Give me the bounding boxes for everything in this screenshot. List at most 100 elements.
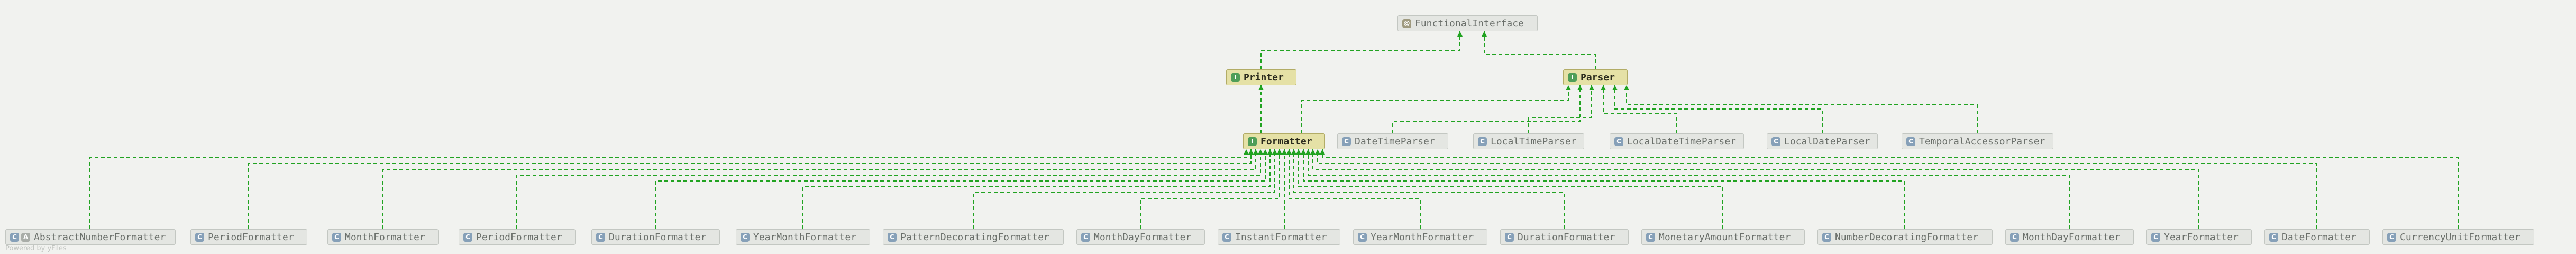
class-icon: C	[195, 232, 204, 242]
class-icon: C	[1906, 137, 1915, 146]
class-name: DurationFormatter	[1518, 231, 1615, 243]
class-name: Parser	[1581, 71, 1615, 83]
class-name: YearFormatter	[2164, 231, 2239, 243]
edge-abstract-number-formatter-formatter	[89, 149, 1247, 229]
class-name: PeriodFormatter	[476, 231, 562, 243]
edge-date-formatter-formatter	[1317, 149, 2317, 229]
edge-pattern-decorating-formatter-formatter	[973, 149, 1275, 229]
class-name: PatternDecoratingFormatter	[900, 231, 1049, 243]
edge-formatter-parser	[1301, 85, 1569, 133]
realization-arrowhead	[1624, 85, 1629, 90]
edge-duration-formatter-2-formatter	[1293, 149, 1565, 229]
class-node-duration-formatter-2[interactable]: C DurationFormatter	[1500, 229, 1629, 245]
class-name: LocalDateParser	[1784, 135, 1870, 147]
class-node-monthday-formatter[interactable]: C MonthDayFormatter	[1076, 229, 1205, 245]
class-name: YearMonthFormatter	[1371, 231, 1474, 243]
realization-arrowhead	[1248, 149, 1254, 155]
realization-arrowhead	[1267, 149, 1273, 155]
interface-icon: I	[1568, 72, 1577, 82]
edge-datetime-parser-parser	[1392, 85, 1581, 133]
realization-arrowhead	[1258, 149, 1263, 155]
class-icon: C	[1358, 232, 1367, 242]
edge-localtime-parser-parser	[1528, 85, 1592, 133]
class-name: NumberDecoratingFormatter	[1835, 231, 1978, 243]
class-icon: C	[888, 232, 897, 242]
realization-arrowhead	[1589, 85, 1594, 90]
class-icon: C	[596, 232, 605, 242]
edge-month-formatter-formatter	[382, 149, 1256, 229]
class-icon: C	[1081, 232, 1090, 242]
class-node-period-formatter[interactable]: C PeriodFormatter	[190, 229, 307, 245]
class-icon: C	[10, 232, 19, 242]
edge-parser-functional-interface	[1484, 31, 1596, 69]
realization-arrowhead	[1282, 149, 1287, 155]
class-node-localtime-parser[interactable]: C LocalTimeParser	[1473, 133, 1584, 149]
realization-arrowhead	[1305, 149, 1311, 155]
realization-arrowhead	[1482, 31, 1487, 37]
class-name: AbstractNumberFormatter	[34, 231, 166, 243]
class-icon: C	[1505, 232, 1514, 242]
edge-currency-unit-formatter-formatter	[1322, 149, 2459, 229]
class-name: InstantFormatter	[1235, 231, 1327, 243]
edge-duration-formatter-formatter	[655, 149, 1266, 229]
realization-arrowhead	[1310, 149, 1316, 155]
realization-arrowhead	[1320, 149, 1325, 155]
class-name: TemporalAccessorParser	[1919, 135, 2045, 147]
realization-arrowhead	[1577, 85, 1583, 90]
class-name: YearMonthFormatter	[753, 231, 857, 243]
annotation-icon: @	[1402, 19, 1411, 28]
class-name: Printer	[1244, 71, 1284, 83]
class-node-parser[interactable]: I Parser	[1563, 69, 1628, 85]
class-node-period-formatter-2[interactable]: C PeriodFormatter	[459, 229, 576, 245]
class-node-functional-interface[interactable]: @ FunctionalInterface	[1397, 15, 1538, 31]
edge-localdate-parser-parser	[1614, 85, 1823, 133]
edge-year-formatter-formatter	[1312, 149, 2199, 229]
edge-temporal-accessor-parser-parser	[1626, 85, 1978, 133]
realization-arrowhead	[1258, 85, 1264, 90]
class-icon: C	[463, 232, 472, 242]
class-name: MonthDayFormatter	[1094, 231, 1192, 243]
realization-arrowhead	[1291, 149, 1296, 155]
realization-arrowhead	[1253, 149, 1258, 155]
class-name: LocalDateTimeParser	[1627, 135, 1736, 147]
realization-arrowhead	[1457, 31, 1463, 37]
class-node-temporal-accessor-parser[interactable]: C TemporalAccessorParser	[1902, 133, 2053, 149]
edge-period-formatter-2-formatter	[516, 149, 1261, 229]
edge-yearmonth-formatter-formatter	[802, 149, 1271, 229]
realization-arrowhead	[1566, 85, 1571, 90]
class-node-yearmonth-formatter-2[interactable]: C YearMonthFormatter	[1353, 229, 1487, 245]
interface-icon: I	[1231, 72, 1240, 82]
edge-monthday-formatter-formatter	[1140, 149, 1280, 229]
class-name: LocalTimeParser	[1491, 135, 1577, 147]
watermark: Powered by yFiles	[5, 244, 67, 252]
class-icon: C	[1478, 137, 1487, 146]
realization-arrowhead	[1612, 85, 1618, 90]
class-name: DateTimeParser	[1355, 135, 1435, 147]
realization-arrowhead	[1272, 149, 1277, 155]
class-icon: C	[2387, 232, 2396, 242]
class-name: PeriodFormatter	[208, 231, 294, 243]
class-name: MonthFormatter	[345, 231, 425, 243]
class-name: FunctionalInterface	[1415, 17, 1524, 29]
realization-arrowhead	[1296, 149, 1301, 155]
class-node-printer[interactable]: I Printer	[1226, 69, 1296, 85]
edge-monetary-amount-formatter-formatter	[1298, 149, 1723, 229]
edge-period-formatter-formatter	[248, 149, 1252, 229]
